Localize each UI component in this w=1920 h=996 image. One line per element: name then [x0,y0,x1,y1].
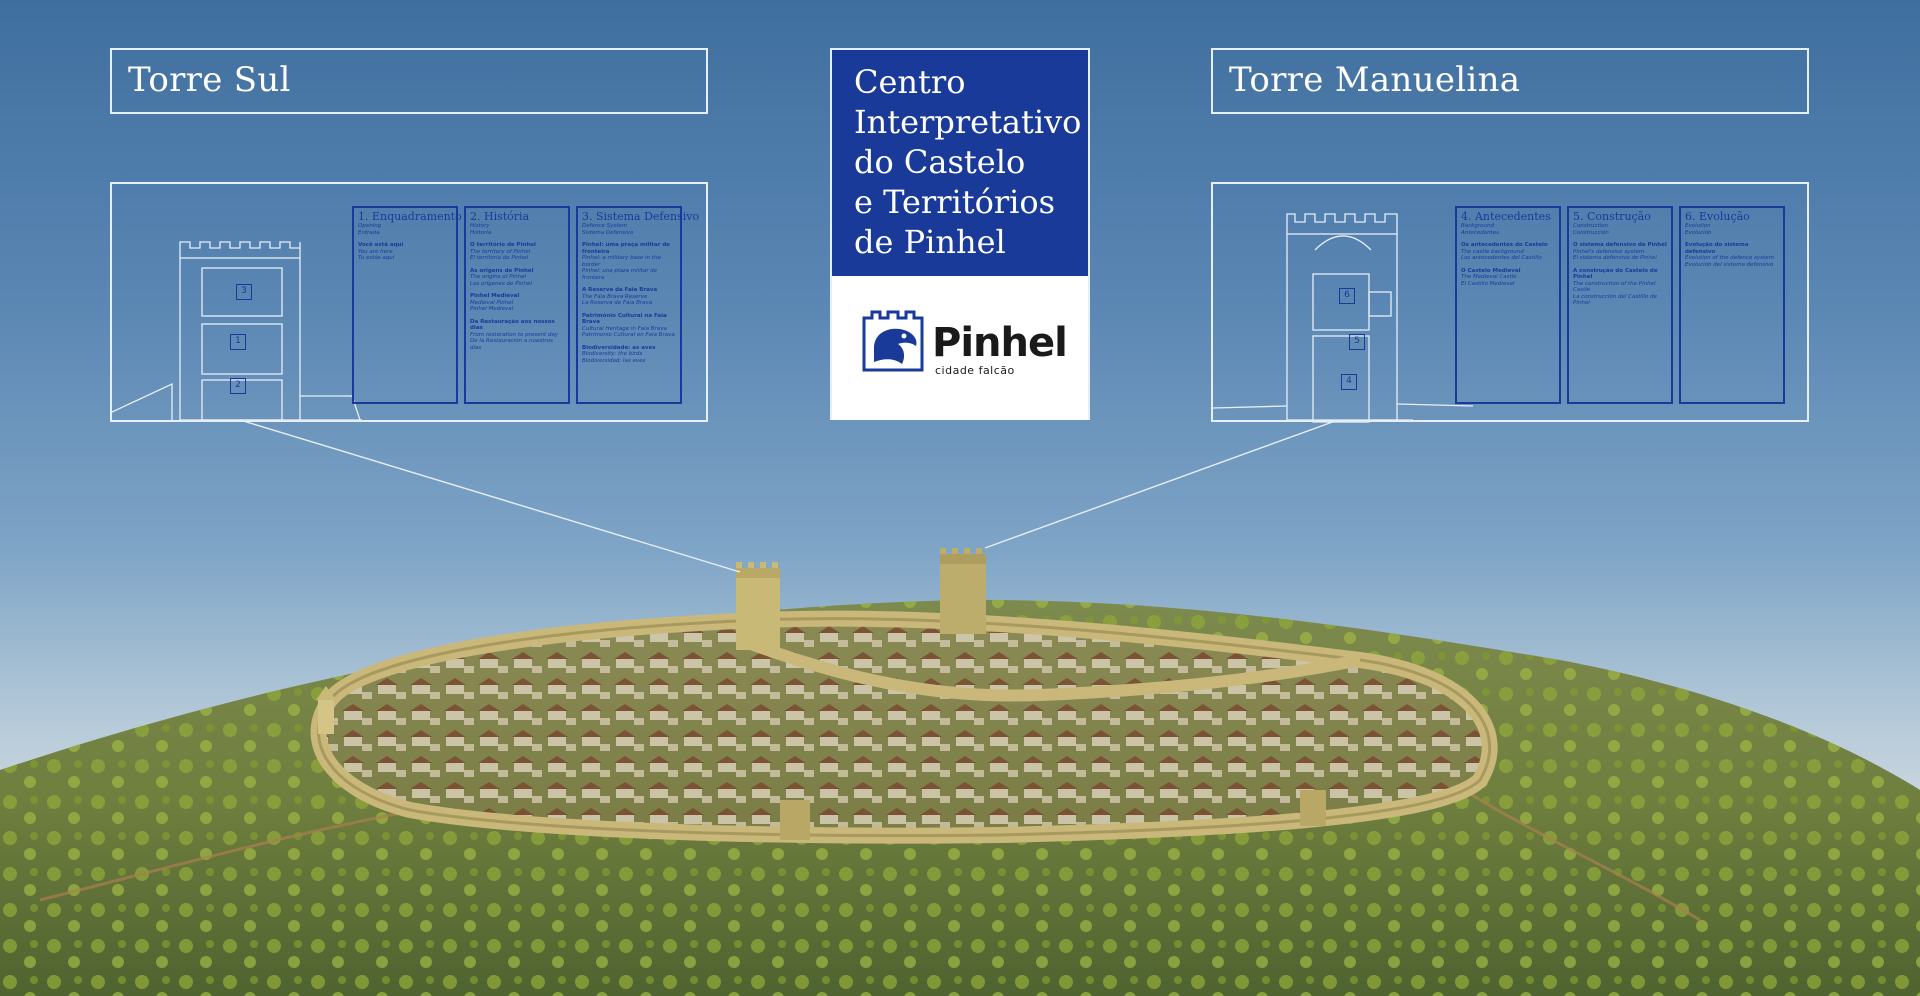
column-heading: 2. História [470,210,530,223]
torre-sul-elevation-drawing [111,241,362,421]
torre-sul-panel: 3 1 2 1. Enquadramento Opening Entrada V… [110,182,708,422]
torre-manuelina-panel: 6 5 4 4. Antecedentes Background Anteced… [1211,182,1809,423]
floor-marker-5: 5 [1349,334,1365,350]
column-antecedentes: 4. Antecedentes Background Antecedentes … [1455,206,1561,404]
centro-interpretativo-sign: Centro Interpretativo do Castelo e Terri… [830,48,1090,420]
torre-manuelina-title-box: Torre Manuelina [1211,48,1809,114]
column-heading: 1. Enquadramento [358,210,462,223]
floor-marker-3: 3 [236,284,252,300]
column-heading: 4. Antecedentes [1461,210,1551,223]
floor-marker-6: 6 [1339,288,1355,304]
logo-wordmark: Pinhel [932,320,1068,366]
column-construcao: 5. Construção Construction Construcción … [1567,206,1673,404]
torre-manuelina-elevation-drawing [1212,213,1474,423]
column-evolucao: 6. Evolução Evolution Evolución Evolução… [1679,206,1785,404]
pinhel-logo: Pinhel cidade falcão [832,276,1088,420]
center-title: Centro Interpretativo do Castelo e Terri… [854,63,1082,261]
column-enquadramento: 1. Enquadramento Opening Entrada Você es… [352,206,462,404]
floor-marker-1: 1 [230,334,246,350]
column-sistema-defensivo: 3. Sistema Defensivo Defence System Sist… [576,206,700,404]
torre-sul-title: Torre Sul [128,60,291,100]
column-heading: 6. Evolução [1685,210,1750,223]
column-heading: 5. Construção [1573,210,1651,223]
torre-sul-title-box: Torre Sul [110,48,708,114]
column-historia: 2. História History Historia O territóri… [464,206,570,404]
column-heading: 3. Sistema Defensivo [582,210,700,223]
falcon-castle-icon [862,310,924,372]
logo-tagline: cidade falcão [935,364,1015,377]
torre-manuelina-title: Torre Manuelina [1229,60,1521,100]
floor-marker-2: 2 [230,378,246,394]
floor-marker-4: 4 [1341,374,1357,390]
